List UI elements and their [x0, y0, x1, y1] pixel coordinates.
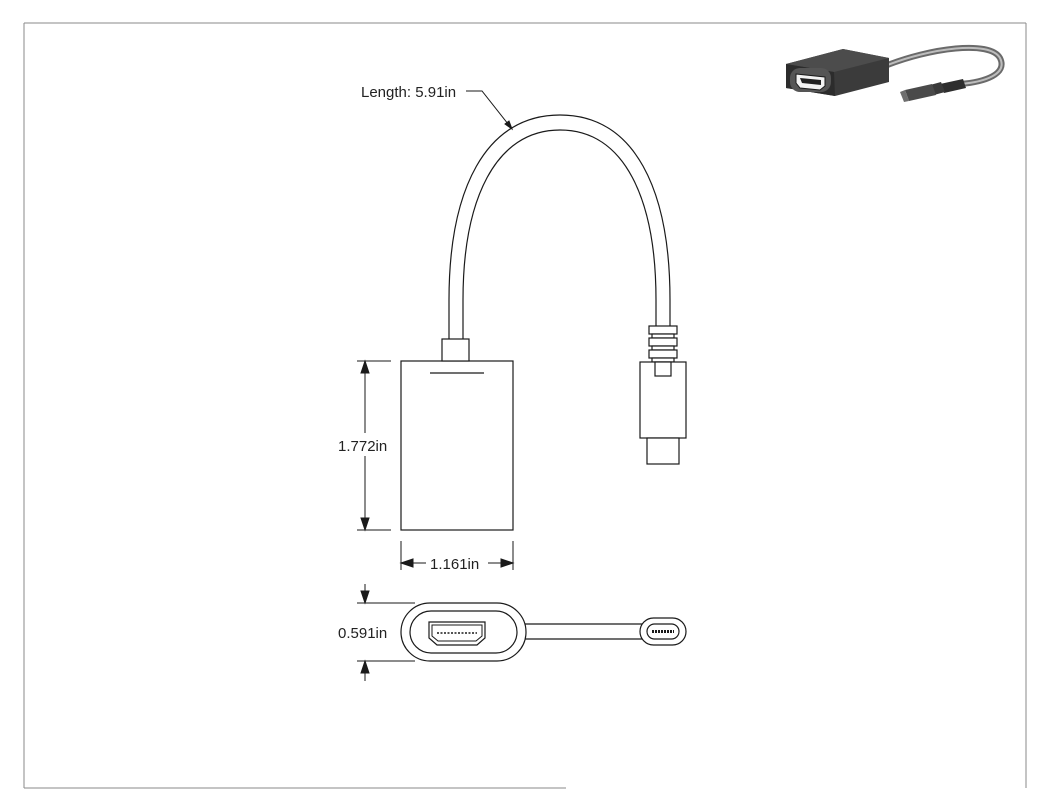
cable-inner-edge: [462, 129, 657, 340]
hdmi-housing-end: [400, 602, 527, 662]
width-dimension: [399, 541, 515, 570]
thickness-dimension-label: 0.591in: [338, 625, 387, 642]
height-dimension-label: 1.772in: [338, 438, 387, 455]
hdmi-to-usb-c-adapter-isometric-icon: [786, 44, 1005, 102]
length-leader: [466, 90, 514, 131]
end-view: [400, 602, 687, 662]
height-dimension: [357, 359, 391, 532]
hdmi-housing-front: [400, 360, 514, 531]
front-view: [400, 114, 687, 531]
cable-outer-edge: [448, 114, 671, 340]
length-dimension-label: Length: 5.91in: [361, 84, 456, 101]
width-dimension-label: 1.161in: [430, 556, 479, 573]
sheet-frame: [23, 22, 1027, 789]
usb-c-strain-relief: [648, 325, 678, 363]
usb-c-plug-tip: [646, 437, 680, 465]
hdmi-port: [428, 621, 486, 646]
thickness-dimension: [357, 584, 415, 681]
housing-strain-relief: [441, 338, 470, 362]
